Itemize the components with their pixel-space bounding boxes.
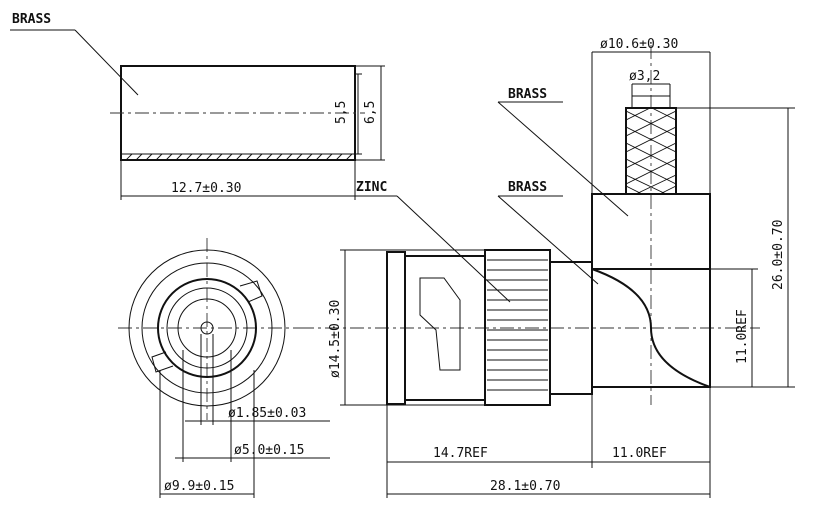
body-neck [549, 261, 593, 395]
bayonet-lug-right [239, 280, 263, 303]
bayonet-lug-left [151, 351, 174, 373]
crimp-sleeve-view: BRASS 5,5 6,5 [10, 12, 385, 200]
zinc-nut-label: ZINC [356, 180, 387, 195]
pin-knurl-pattern [625, 107, 677, 195]
connector-side-view: BRASS BRASS ZINC ø10.6±0.30 ø3,2 26.0±0.… [300, 37, 795, 498]
insulator-diameter-dimension: ø5.0±0.15 [234, 443, 304, 458]
elbow-arc [591, 268, 711, 388]
overall-height-dimension: 26.0±0.70 [771, 220, 786, 290]
overall-length-dimension: 28.1±0.70 [490, 479, 560, 494]
brass-body-leader [497, 195, 599, 285]
sleeve-outer-dimension: 6,5 [363, 101, 378, 124]
brass-body-label: BRASS [508, 180, 547, 195]
right-ref-dimension: 11.0REF [735, 309, 750, 364]
brass-sleeve-leader [74, 29, 139, 96]
zinc-nut-leader [396, 195, 511, 303]
bottom-right-ref-dimension: 11.0REF [612, 446, 667, 461]
body-width-dimension: ø10.6±0.30 [600, 37, 678, 52]
sleeve-inner-dimension: 5,5 [334, 101, 349, 124]
contact-diameter-dimension: ø1.85±0.03 [228, 406, 306, 421]
connector-end-view: ø1.85±0.03 ø5.0±0.15 ø9.9±0.15 [118, 238, 330, 498]
brass-sleeve-label: BRASS [12, 12, 51, 27]
nut-knurl-lines [487, 259, 548, 391]
bayonet-diameter-dimension: ø14.5±0.30 [328, 300, 343, 378]
brass-pin-leader [497, 101, 629, 217]
bottom-left-ref-dimension: 14.7REF [433, 446, 488, 461]
bayonet-slot [419, 277, 461, 371]
pin-diameter-dimension: ø3,2 [629, 69, 660, 84]
sleeve-bottom-hatch [125, 153, 353, 161]
sleeve-length-dimension: 12.7±0.30 [171, 181, 241, 196]
zinc-knurled-nut [484, 249, 551, 406]
shell-diameter-dimension: ø9.9±0.15 [164, 479, 234, 494]
brass-pin-label: BRASS [508, 87, 547, 102]
